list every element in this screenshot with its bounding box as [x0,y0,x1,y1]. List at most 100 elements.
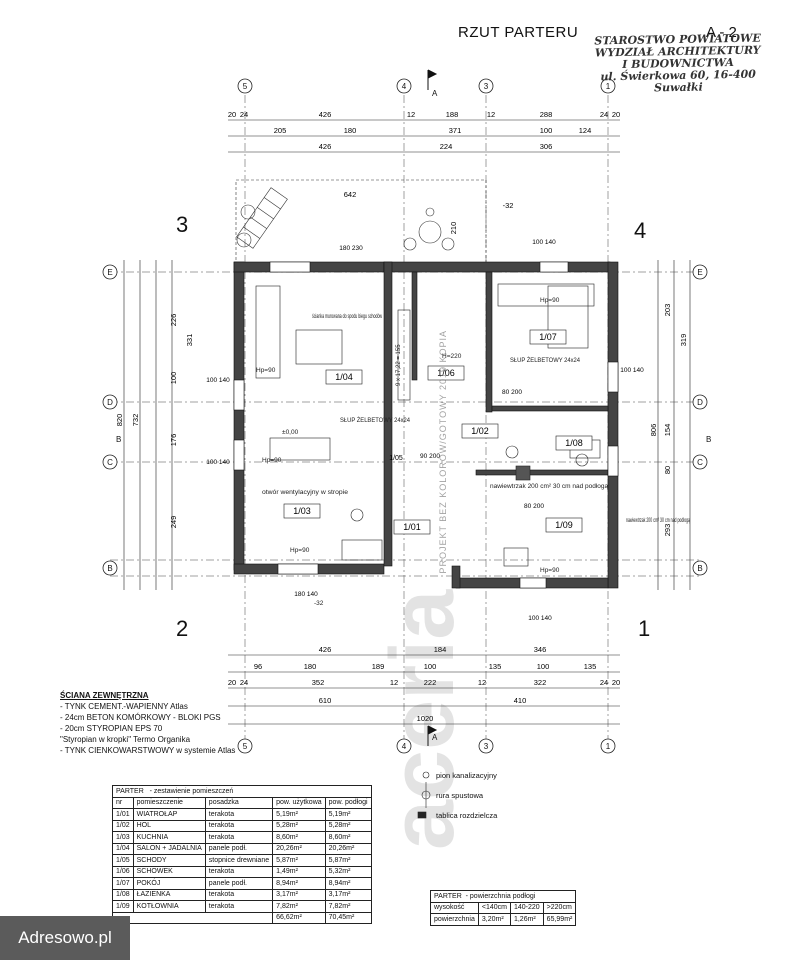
symbol-label: pion kanalizacyjny [436,771,497,780]
symbol-label: rura spustowa [436,791,484,800]
dim: 180 [344,126,357,135]
watermark-note: PROJEKT BEZ KOLORÓW/GOTOWY 2019 KOPIA [438,330,448,574]
dim: 226 [169,314,178,327]
dim: -32 [503,201,514,210]
window-tag: 180 230 [339,245,363,252]
sill-height: Hp=90 [290,547,310,554]
top-dimension-lines [123,119,691,725]
dim: 331 [185,334,194,347]
legend-line: - TYNK CEMENT.-WAPIENNY Atlas [60,702,188,711]
room-label: 1/08 [565,438,583,448]
coffee-table-icon [295,329,343,365]
cut-label: A [432,89,438,98]
room-note: otwór wentylacyjny w stropie [262,489,348,496]
axis-label: 3 [484,742,489,751]
view-number: 4 [634,218,646,243]
room-label: 1/01 [403,522,421,532]
stairs-note: 9 x 17,22 = 155 [396,344,402,386]
room-note: SŁUP ŻELBETOWY 24x24 [510,355,580,364]
sill-height: Hp=90 [262,457,282,464]
axis-label: E [697,268,702,277]
dim: 426 [319,142,332,151]
dim: 210 [449,222,458,235]
legend-line: - 20cm STYROPIAN EPS 70 [60,724,163,733]
symbol-legend [417,771,431,819]
column-icon [505,445,519,459]
dim: 203 [663,304,672,317]
dim: 100 [169,372,178,385]
dim: 222 [424,678,437,687]
view-number: 1 [638,616,650,641]
section-marker: A A B B [116,69,711,746]
drawing-title: RZUT PARTERU [458,24,579,41]
room-label: 1/09 [555,520,573,530]
authority-stamp: STAROSTWO POWIATOWE WYDZIAŁ ARCHITEKTURY… [577,32,778,95]
dim: 293 [663,524,672,537]
sill-height: Hp=90 [540,297,560,304]
axis-label: 1 [606,82,611,91]
dim: 306 [540,142,553,151]
cut-label: B [116,435,121,444]
window-tag: 100 140 [620,367,644,374]
window-tag: 100 140 [532,239,556,246]
room-label: 1/04 [335,372,353,382]
dining-table-icon [269,437,331,461]
stove-icon [350,508,364,522]
window-tag: 180 140 [294,591,318,598]
dim: 249 [169,516,178,529]
axis-label: 3 [484,82,489,91]
dim: 24 [600,678,608,687]
dim: 352 [312,678,325,687]
axis-label: 5 [243,742,248,751]
axis-label: D [697,398,703,407]
dim: 135 [584,662,597,671]
level-mark: ±0,00 [282,429,299,436]
dim: 24 [240,678,248,687]
room-label: 1/06 [437,368,455,378]
window-tag: 90 200 [420,453,440,460]
dim: 20 [228,678,236,687]
view-number: 2 [176,616,188,641]
dim: 24 [240,110,248,119]
dim: 100 [424,662,437,671]
sofa-icon [255,285,281,379]
dim: 184 [434,645,447,654]
dim: 80 [663,466,672,474]
dim: 189 [372,662,385,671]
axis-label: B [697,564,702,573]
kitchen-counter-icon [341,539,383,561]
window-tag: 100 140 [528,615,552,622]
dim: 806 [649,424,658,437]
view-number: 3 [176,212,188,237]
dim: 820 [115,414,124,427]
dim: 96 [254,662,262,671]
symbol-label: tablica rozdzielcza [436,811,498,820]
dim: 610 [319,696,332,705]
window-tag: 100 140 [206,459,230,466]
sill-height: Hp=90 [540,567,560,574]
axis-label: 5 [243,82,248,91]
dim: 410 [514,696,527,705]
plant-icon [236,204,256,248]
dim: 20 [612,678,620,687]
dim: 426 [319,110,332,119]
axis-label: 4 [402,82,407,91]
dim: 100 [540,126,553,135]
legend-line: - 24cm BETON KOMÓRKOWY - BLOKI PGS [60,713,221,722]
axis-label: C [697,458,703,467]
dim: 20 [228,110,236,119]
axis-label: D [107,398,113,407]
wall-legend: ŚCIANA ZEWNĘTRZNA - TYNK CEMENT.-WAPIENN… [60,690,235,756]
axis-label: B [107,564,112,573]
dim: 124 [579,126,592,135]
